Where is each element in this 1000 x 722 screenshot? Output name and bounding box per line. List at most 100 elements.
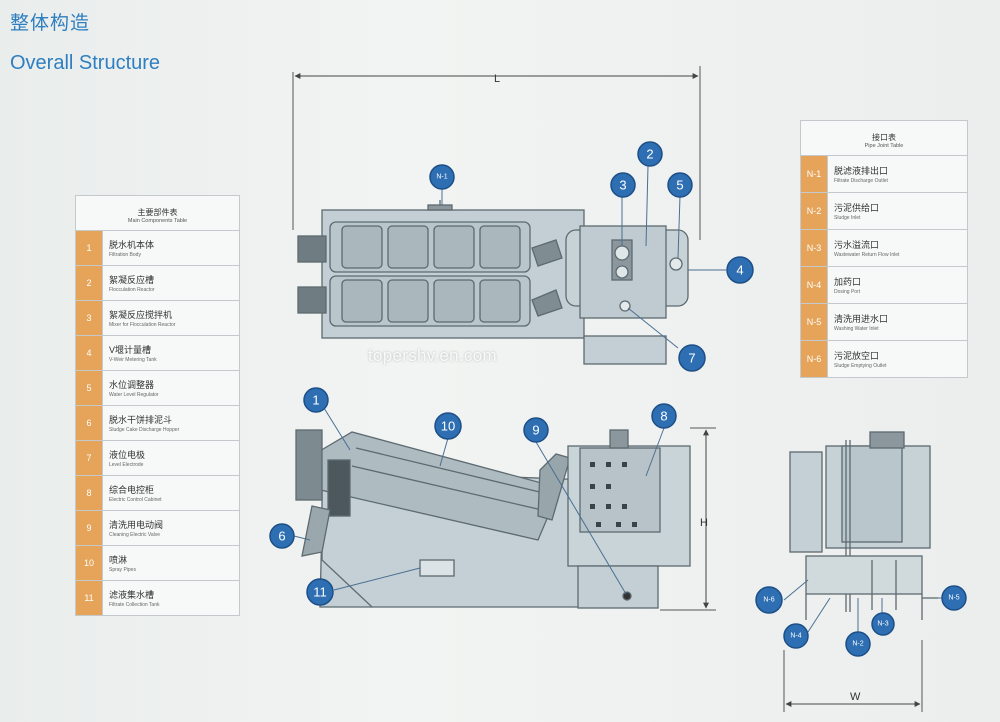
- row-label-en: Level Electrode: [109, 462, 144, 468]
- callout-n5: N-5: [941, 585, 967, 611]
- row-code: N-4: [800, 266, 828, 304]
- row-label-cn: 絮凝反应搅拌机: [109, 310, 173, 320]
- svg-text:4: 4: [736, 263, 743, 278]
- callout-n3: N-3: [871, 612, 895, 636]
- components-table-title-cn: 主要部件表: [137, 207, 178, 217]
- row-label-cn: 污泥供给口: [834, 203, 880, 213]
- row-label-cn: 絮凝反应槽: [109, 275, 155, 285]
- height-dimension: H: [660, 427, 716, 611]
- row-label-cn: V堰计量槽: [109, 345, 152, 355]
- row-label-en: Sludge Inlet: [834, 215, 861, 221]
- callout-5: 5: [667, 172, 693, 198]
- svg-text:3: 3: [619, 178, 626, 193]
- row-label-en: Water Level Regulator: [109, 392, 159, 398]
- row-desc: 污水溢流口 Wastewater Return Flow Inlet: [827, 229, 968, 267]
- row-desc: 污泥供给口 Sludge Inlet: [827, 192, 968, 230]
- row-label-en: Filtrate Collection Tank: [109, 602, 160, 608]
- end-view: [789, 431, 938, 620]
- row-desc: 水位调整器 Water Level Regulator: [102, 370, 240, 406]
- length-label: L: [494, 73, 500, 85]
- table-row: 1 脱水机本体 Filtration Body: [75, 230, 240, 266]
- pipe-table-header: 接口表 Pipe Joint Table: [800, 120, 968, 156]
- row-label-en: Wastewater Return Flow Inlet: [834, 252, 900, 258]
- row-code: 4: [75, 335, 103, 371]
- row-desc: 脱水机本体 Filtration Body: [102, 230, 240, 266]
- table-row: 4 V堰计量槽 V-Weir Metering Tank: [75, 335, 240, 371]
- table-row: 7 液位电极 Level Electrode: [75, 440, 240, 476]
- row-label-en: Filtrate Discharge Outlet: [834, 178, 888, 184]
- row-code: 11: [75, 580, 103, 616]
- components-table-header: 主要部件表 Main Components Table: [75, 195, 240, 231]
- callout-9: 9: [523, 417, 549, 443]
- row-label-cn: 综合电控柜: [109, 485, 155, 495]
- svg-text:N-5: N-5: [948, 595, 959, 602]
- callout-2: 2: [637, 141, 663, 167]
- table-row: 11 滤液集水槽 Filtrate Collection Tank: [75, 580, 240, 616]
- svg-text:2: 2: [646, 147, 653, 162]
- row-code: 2: [75, 265, 103, 301]
- row-desc: 滤液集水槽 Filtrate Collection Tank: [102, 580, 240, 616]
- row-label-cn: 清洗用进水口: [834, 314, 889, 324]
- callout-3: 3: [610, 172, 636, 198]
- callout-11: 11: [306, 578, 334, 606]
- height-label: H: [700, 517, 708, 529]
- row-label-en: Mixer for Flocculation Reactor: [109, 322, 176, 328]
- row-code: 1: [75, 230, 103, 266]
- row-code: 9: [75, 510, 103, 546]
- row-label-cn: 脱水机本体: [109, 240, 155, 250]
- row-label-cn: 脱滤液排出口: [834, 166, 889, 176]
- row-label-cn: 污水溢流口: [834, 240, 880, 250]
- row-label-cn: 水位调整器: [109, 380, 155, 390]
- svg-text:9: 9: [532, 423, 539, 438]
- components-table: 主要部件表 Main Components Table 1 脱水机本体 Filtra…: [75, 195, 240, 616]
- row-code: 6: [75, 405, 103, 441]
- row-desc: 清洗用进水口 Washing Water Inlet: [827, 303, 968, 341]
- components-table-title: Main Components Table: [127, 217, 188, 224]
- page-title: Overall Structure: [10, 52, 161, 74]
- row-label-en: Cleaning Electric Valve: [109, 532, 161, 538]
- callout-n6: N-6: [755, 586, 783, 614]
- row-label-cn: 滤液集水槽: [109, 590, 155, 600]
- row-code: N-2: [800, 192, 828, 230]
- table-row: N-2 污泥供给口 Sludge Inlet: [800, 192, 968, 230]
- row-code: N-3: [800, 229, 828, 267]
- watermark: topershv.en.com: [368, 346, 497, 365]
- callout-n2: N-2: [845, 631, 871, 657]
- pipe-table-title-cn: 接口表: [872, 132, 896, 142]
- callout-8: 8: [651, 403, 677, 429]
- width-label: W: [850, 691, 861, 703]
- row-label-en: Spray Pipes: [109, 567, 136, 573]
- row-code: 7: [75, 440, 103, 476]
- side-view: [295, 429, 691, 609]
- row-code: N-6: [800, 340, 828, 378]
- row-code: 5: [75, 370, 103, 406]
- row-label-en: V-Weir Metering Tank: [109, 357, 157, 363]
- table-row: 5 水位调整器 Water Level Regulator: [75, 370, 240, 406]
- row-label-cn: 液位电极: [109, 450, 146, 460]
- table-row: 2 絮凝反应槽 Flocculation Reactor: [75, 265, 240, 301]
- callout-6: 6: [269, 523, 295, 549]
- page-title-chinese: 整体构造: [10, 12, 91, 34]
- width-dimension: W: [783, 640, 923, 712]
- callout-10: 10: [434, 412, 462, 440]
- row-label-en: Flocculation Reactor: [109, 287, 155, 293]
- callout-n1: N-1: [429, 164, 455, 190]
- callout-n4: N-4: [783, 623, 809, 649]
- row-label-cn: 脱水干饼排泥斗: [109, 415, 173, 425]
- row-label-en: Washing Water Inlet: [834, 326, 879, 332]
- row-label-en: Filtration Body: [109, 252, 141, 258]
- row-label-cn: 加药口: [834, 277, 862, 287]
- row-desc: 絮凝反应槽 Flocculation Reactor: [102, 265, 240, 301]
